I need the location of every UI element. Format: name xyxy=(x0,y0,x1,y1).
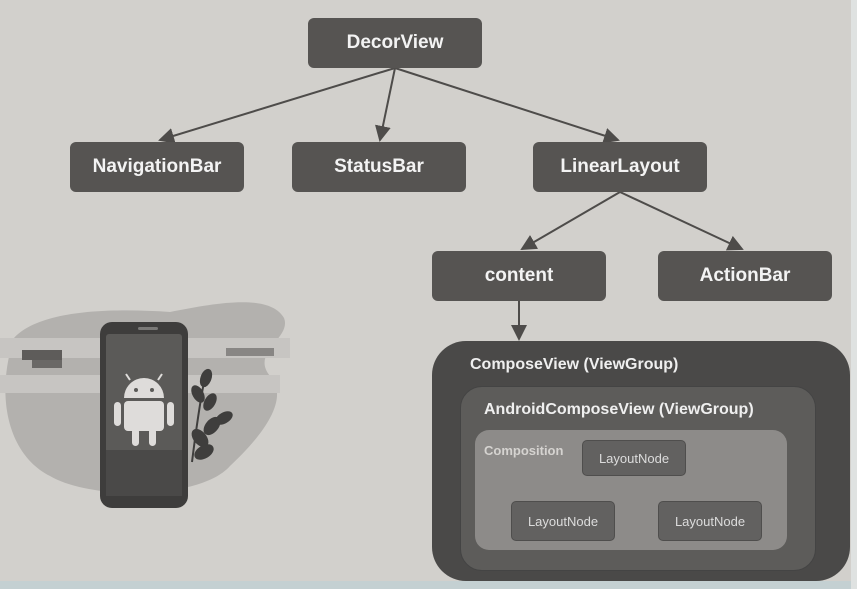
band-dark-right xyxy=(226,348,274,356)
layout-node-child-right: LayoutNode xyxy=(658,501,762,541)
band-dark-left-2 xyxy=(32,360,62,368)
bottom-edge xyxy=(0,581,857,589)
compose-view-title: ComposeView (ViewGroup) xyxy=(470,356,679,373)
node-decor-view: DecorView xyxy=(308,18,482,68)
edge-linear-content xyxy=(520,191,621,251)
node-linear-layout: LinearLayout xyxy=(533,142,707,192)
node-status-bar: StatusBar xyxy=(292,142,466,192)
android-compose-view-title: AndroidComposeView (ViewGroup) xyxy=(484,401,754,418)
layout-node-child-left: LayoutNode xyxy=(511,501,615,541)
phone-illustration xyxy=(0,302,290,508)
node-action-bar: ActionBar xyxy=(658,251,832,301)
edge-decor-navbar xyxy=(158,67,396,144)
edge-decor-linearlayout xyxy=(394,67,620,144)
band-dark-left xyxy=(22,350,62,360)
edge-decor-statusbar xyxy=(375,67,396,142)
node-navigation-bar: NavigationBar xyxy=(70,142,244,192)
edge-linear-actionbar xyxy=(619,191,744,251)
layout-node-root: LayoutNode xyxy=(582,440,686,476)
plant-icon xyxy=(191,368,233,463)
right-edge xyxy=(851,0,857,589)
node-content: content xyxy=(432,251,606,301)
android-robot-icon xyxy=(114,373,174,446)
composition-title: Composition xyxy=(484,443,564,458)
